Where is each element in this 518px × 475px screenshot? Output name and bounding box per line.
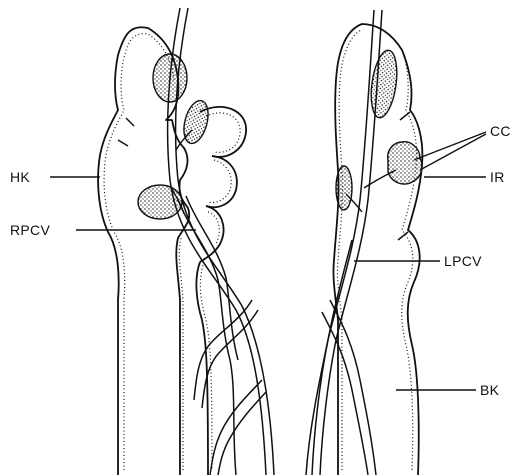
left-kidney-lobe-lower <box>200 206 224 262</box>
ir-label: IR <box>490 169 505 185</box>
hk-label: HK <box>10 169 30 185</box>
rpcv-branch-b <box>186 196 238 360</box>
right-corpuscle-small <box>336 166 352 210</box>
cc-label: CC <box>490 123 511 139</box>
right-corpuscle-top <box>367 49 400 120</box>
rpcv-lower-branch-b <box>218 392 266 475</box>
left-kidney <box>98 8 274 475</box>
left-corpuscle-lower <box>138 185 182 219</box>
left-kidney-notch <box>118 118 134 146</box>
left-kidney-lobe-middle <box>206 156 237 207</box>
right-corpuscle-large <box>388 142 422 184</box>
cc-leader-1 <box>414 132 486 160</box>
cc-leader-2 <box>420 134 486 170</box>
lpcv-branch-crossing-a <box>330 300 376 475</box>
right-kidney <box>306 10 422 475</box>
lpcv-label: LPCV <box>444 253 482 269</box>
bk-label: BK <box>480 382 500 398</box>
rpcv-label: RPCV <box>10 222 50 238</box>
